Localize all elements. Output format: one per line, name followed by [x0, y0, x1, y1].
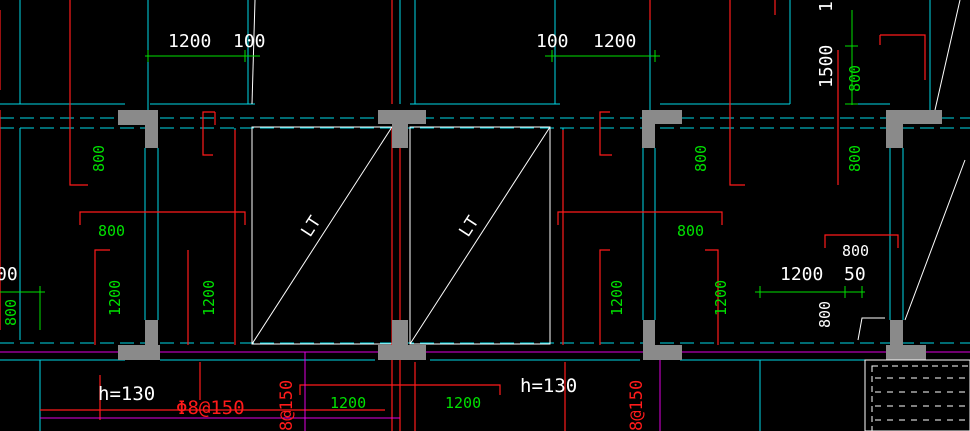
column-1: [118, 110, 158, 148]
dim-v800-lower-right: 800: [816, 301, 834, 328]
dim-bottom-1200-b: 1200: [445, 394, 481, 412]
gray-columns: [118, 110, 942, 360]
slab-h130-left: h=130: [98, 383, 155, 405]
dim-v1200-a: 1200: [106, 280, 124, 316]
column-8: [886, 320, 926, 360]
green-dimension-lines: [0, 10, 865, 330]
column-6: [378, 320, 426, 360]
dim-white-1200: 1200: [780, 264, 823, 285]
dim-v800-right: 800: [692, 145, 710, 172]
dim-top-right-10: 10: [816, 0, 837, 12]
dim-v1200-b: 1200: [200, 280, 218, 316]
dim-h800-right: 800: [677, 222, 704, 240]
red-rebar-lines: [0, 0, 926, 431]
column-3: [642, 110, 682, 148]
dim-top-100-right: 100: [536, 31, 569, 52]
dim-edge-00: 00: [0, 264, 18, 285]
dim-top-1200-right: 1200: [593, 31, 636, 52]
dim-top-100-left: 100: [233, 31, 266, 52]
dim-v800-far-right: 800: [846, 145, 864, 172]
column-7: [643, 320, 682, 360]
column-2: [378, 110, 426, 148]
rebar-label-left: Φ8@150: [176, 397, 245, 419]
dim-v1200-c: 1200: [608, 280, 626, 316]
rebar-label-v1: 8@150: [277, 380, 297, 431]
rebar-label-v2: 8@150: [627, 380, 647, 431]
dim-v1200-d: 1200: [712, 280, 730, 316]
dim-top-1200-left: 1200: [168, 31, 211, 52]
dim-white-50: 50: [844, 264, 866, 285]
dimension-labels: 1200 100 100 1200 1500 10 800 800 800 80…: [0, 0, 869, 431]
slab-h130-right: h=130: [520, 375, 577, 397]
column-5: [118, 320, 160, 360]
dim-v800-top-right: 800: [846, 65, 864, 92]
hatched-block: [864, 359, 970, 431]
dim-top-right-1500: 1500: [816, 45, 837, 88]
dim-h800-far-right: 800: [842, 242, 869, 260]
magenta-lines: [0, 351, 970, 431]
dim-h800-left: 800: [98, 222, 125, 240]
dim-edge-800-left: 800: [2, 299, 20, 326]
dim-bottom-1200-a: 1200: [330, 394, 366, 412]
column-4: [886, 110, 942, 148]
dim-v800-left: 800: [90, 145, 108, 172]
